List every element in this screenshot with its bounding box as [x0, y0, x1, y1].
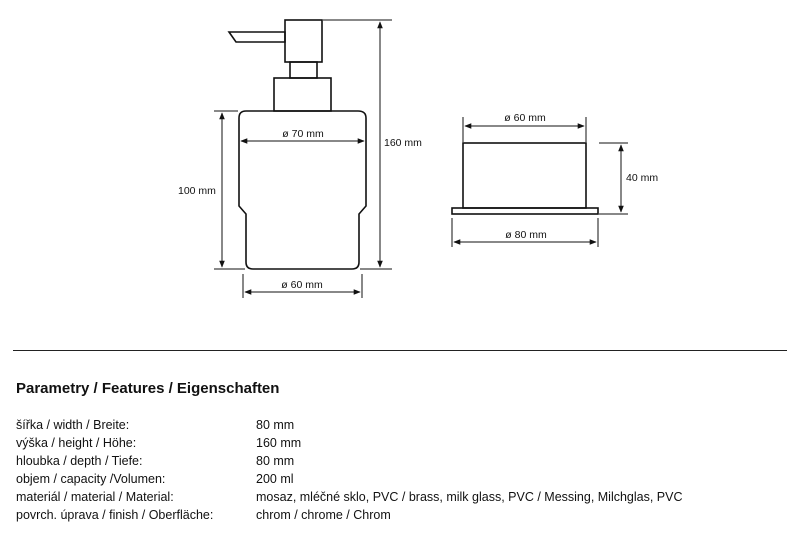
spec-row-finish: povrch. úprava / finish / Oberfläche: ch…: [16, 506, 683, 524]
dim-label-glass-bottom-diameter: ø 60 mm: [281, 279, 323, 291]
spec-row-width: šířka / width / Breite: 80 mm: [16, 416, 683, 434]
spec-value: 80 mm: [256, 454, 295, 468]
dimension-lines: [219, 21, 624, 295]
spec-row-material: materiál / material / Material: mosaz, m…: [16, 488, 683, 506]
spec-label: povrch. úprava / finish / Oberfläche:: [16, 508, 214, 522]
pump-neck: [289, 61, 318, 79]
dispenser-outline: [227, 19, 367, 270]
spec-value: chrom / chrome / Chrom: [256, 508, 391, 522]
spec-label: objem / capacity /Volumen:: [16, 472, 166, 486]
pump-collar: [273, 77, 332, 112]
spec-row-depth: hloubka / depth / Tiefe: 80 mm: [16, 452, 683, 470]
spec-value: 80 mm: [256, 418, 295, 432]
pump-head: [284, 19, 323, 63]
technical-drawing: 160 mm 100 mm ø 70 mm ø 60 mm ø 60 mm 40…: [178, 19, 658, 298]
spec-value: 160 mm: [256, 436, 302, 450]
glass-body: [238, 110, 367, 270]
holder-base-plate: [451, 207, 599, 215]
spec-value: mosaz, mléčné sklo, PVC / brass, milk gl…: [256, 490, 683, 504]
spec-row-capacity: objem / capacity /Volumen: 200 ml: [16, 470, 683, 488]
dim-label-holder-inner-diameter: ø 60 mm: [504, 112, 546, 124]
holder-cup: [462, 142, 587, 209]
section-divider: [13, 350, 787, 351]
spec-label: šířka / width / Breite:: [16, 418, 130, 432]
dim-label-glass-height: 100 mm: [178, 185, 216, 197]
holder-outline: [451, 142, 599, 215]
spec-row-height: výška / height / Höhe: 160 mm: [16, 434, 683, 452]
spec-value: 200 ml: [256, 472, 294, 486]
dispenser-spout: [227, 31, 286, 43]
dim-label-holder-height: 40 mm: [626, 172, 658, 184]
extension-lines: [214, 19, 628, 298]
spec-label: hloubka / depth / Tiefe:: [16, 454, 143, 468]
dim-label-dispenser-height: 160 mm: [384, 137, 422, 149]
spec-label: materiál / material / Material:: [16, 490, 174, 504]
spec-label: výška / height / Höhe:: [16, 436, 137, 450]
dim-label-holder-outer-diameter: ø 80 mm: [505, 229, 547, 241]
specs-table: šířka / width / Breite: 80 mm výška / he…: [16, 416, 683, 524]
specs-title: Parametry / Features / Eigenschaften: [16, 380, 280, 397]
dim-label-glass-top-diameter: ø 70 mm: [282, 128, 324, 140]
